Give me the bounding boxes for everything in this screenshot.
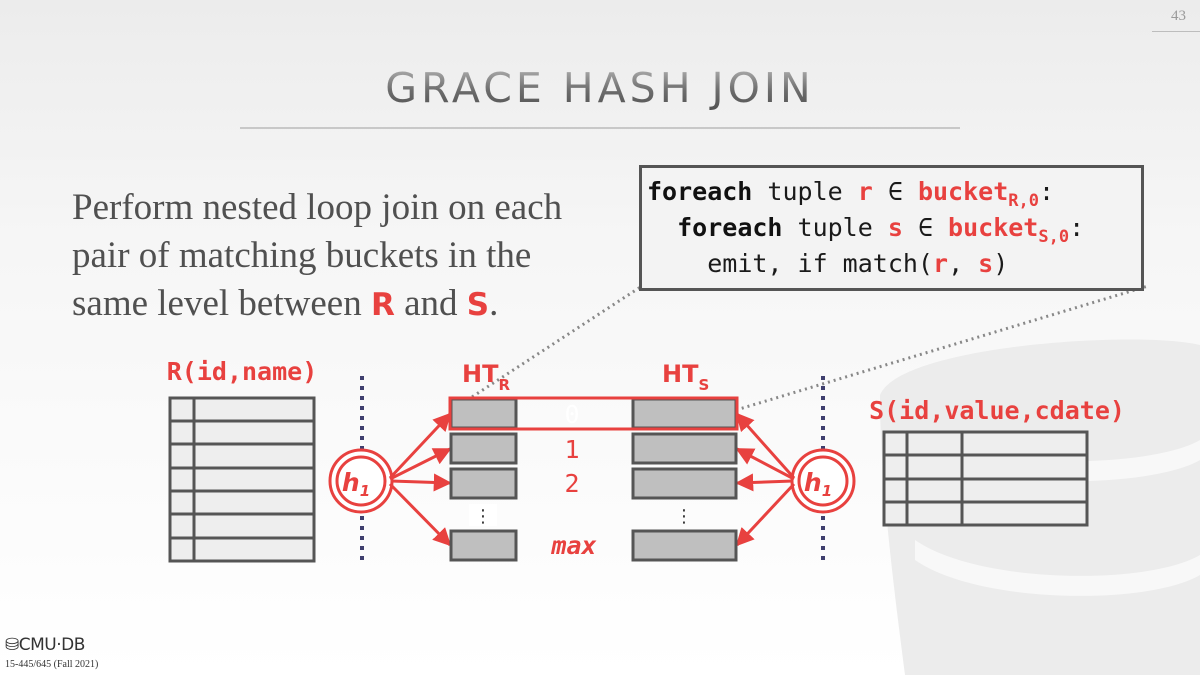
body-line-3-pre: same level between	[72, 283, 371, 324]
hash-right-symbol: h	[804, 468, 822, 497]
table-s-label: S(id,value,cdate)	[869, 396, 1125, 425]
ht-r-bucket-2	[449, 467, 518, 500]
bucket-level-labels: 0 1 2 max	[550, 400, 596, 560]
body-line-3-end: .	[489, 283, 499, 324]
nested-loop-code-box: foreach tuple r ∈ bucketR,0: foreach tup…	[639, 165, 1144, 291]
slide-number-rule	[1152, 31, 1200, 32]
ht-r-bucket-0	[449, 397, 518, 430]
ht-r-ellipsis: ⋮	[474, 506, 492, 527]
code-line-3: emit, if match(r, s)	[707, 249, 1009, 278]
course-label: 15-445/645 (Fall 2021)	[5, 659, 99, 670]
table-s	[882, 430, 1089, 527]
code-box-connector-left	[451, 284, 643, 412]
table-r	[168, 396, 316, 563]
slide-number: 43	[1171, 8, 1186, 24]
hash-left-subscript: 1	[360, 482, 370, 500]
matching-level-highlight	[448, 396, 739, 431]
relation-s: S	[466, 287, 490, 323]
table-r-label: R(id,name)	[167, 357, 318, 386]
bucket-label-max: max	[550, 531, 596, 560]
body-line-1: Perform nested loop join on each	[72, 187, 563, 228]
ht-r-bucket-1	[449, 432, 518, 465]
body-line-3-mid: and	[394, 283, 467, 324]
hash-function-left: h1	[328, 448, 394, 514]
relation-r: R	[370, 287, 395, 323]
database-icon: ⛁	[5, 635, 19, 655]
cmu-db-logo: ⛁CMU·DB	[5, 635, 85, 655]
body-line-3: same level between R and S.	[72, 280, 632, 329]
ht-s-bucket-max	[631, 529, 738, 562]
code-line-1: foreach tuple r ∈ bucketR,0:	[647, 177, 1055, 211]
body-line-2: pair of matching buckets in the	[72, 235, 532, 276]
ht-s-bucket-0	[631, 397, 738, 430]
title-underline	[240, 127, 960, 129]
svg-text:h1: h1	[804, 468, 832, 500]
ht-s-bucket-2	[631, 467, 738, 500]
hash-right-subscript: 1	[822, 482, 832, 500]
hash-left-symbol: h	[342, 468, 360, 497]
hash-right-arrows	[735, 412, 796, 547]
ht-r-label: HTR	[462, 360, 510, 394]
ellipsis-bg-left	[469, 504, 497, 526]
body-text: Perform nested loop join on each pair of…	[72, 184, 632, 329]
svg-text:h1: h1	[342, 468, 370, 500]
bucket-label-2: 2	[564, 469, 579, 498]
code-line-2: foreach tuple s ∈ bucketS,0:	[677, 213, 1085, 247]
ht-r-bucket-max	[449, 529, 518, 562]
bucket-label-1: 1	[564, 435, 579, 464]
bucket-label-0: 0	[564, 400, 579, 429]
slide-title: GRACE HASH JOIN	[240, 64, 960, 112]
ht-s-bucket-1	[631, 432, 738, 465]
hash-function-right: h1	[790, 448, 856, 514]
ht-r-buckets	[449, 397, 518, 562]
ht-s-buckets	[631, 397, 738, 562]
hash-left-arrows	[388, 412, 452, 547]
ht-s-ellipsis: ⋮	[675, 506, 693, 527]
ht-s-label: HTS	[662, 360, 709, 394]
